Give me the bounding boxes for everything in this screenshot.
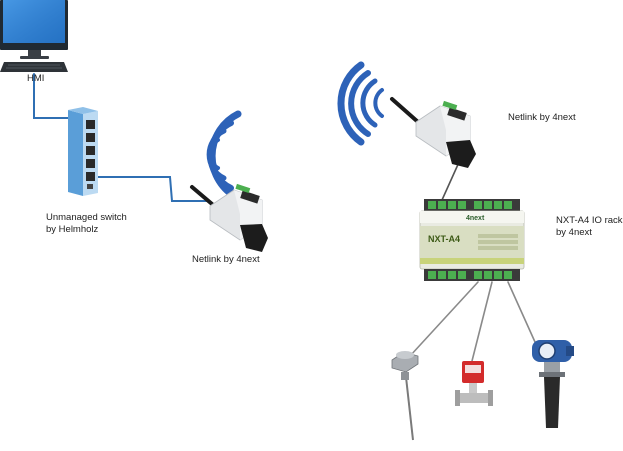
monitor-icon (0, 0, 68, 59)
flow-meter-icon (455, 361, 493, 406)
cable-hmi-to-switch (33, 73, 84, 119)
wifi-waves-icon (337, 61, 384, 146)
rack-model-text: NXT-A4 (428, 234, 460, 244)
netlink-module-icon (190, 183, 268, 252)
hmi-device (0, 0, 68, 72)
keyboard-icon (0, 62, 68, 72)
io-rack-icon: 4next NXT-A4 (419, 199, 525, 281)
switch-label-line1: Unmanaged switch (46, 212, 127, 223)
hmi-label: HMI (27, 73, 45, 84)
cable-rack-to-flowmeter (471, 281, 493, 362)
cable-rack-to-temperature (409, 281, 479, 357)
rack-brand-text: 4next (466, 215, 485, 222)
rack-label-line2: by 4next (556, 227, 592, 238)
switch-label-line2: by Helmholz (46, 224, 99, 235)
netlink-left-label: Netlink by 4next (192, 254, 260, 265)
cables (33, 73, 536, 362)
wifi-waves-icon (206, 110, 242, 202)
netlink-right-label: Netlink by 4next (508, 112, 576, 123)
netlink-module-icon (390, 97, 476, 168)
level-transmitter-icon (532, 340, 574, 428)
cable-netlink-to-rack (441, 159, 461, 201)
temperature-probe-icon (391, 351, 419, 441)
network-switch-icon (68, 107, 98, 196)
cable-rack-to-level (507, 281, 536, 343)
cable-switch-to-netlink (97, 176, 209, 202)
rack-label-line1: NXT-A4 IO rack (556, 215, 623, 226)
